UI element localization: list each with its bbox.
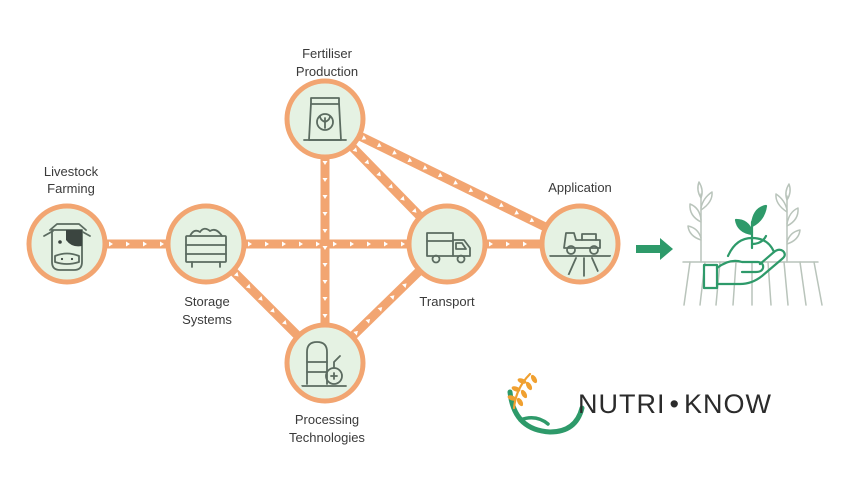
node-label: Systems xyxy=(182,312,232,327)
node-ring xyxy=(26,203,108,285)
connector-arrow-mark xyxy=(483,195,489,200)
hand-with-plant-icon xyxy=(682,181,823,306)
node-label: Storage xyxy=(184,294,230,309)
connector-arrow-mark xyxy=(529,217,535,223)
connector-arrow-mark xyxy=(401,241,405,247)
connector-arrow-mark xyxy=(322,280,328,284)
connector-arrow-mark xyxy=(245,283,251,289)
node-label: Technologies xyxy=(289,430,365,445)
connector-arrow-mark xyxy=(322,178,328,182)
connector-arrow-mark xyxy=(160,241,164,247)
connector-arrow-mark xyxy=(282,241,286,247)
connector-arrow-mark xyxy=(126,241,130,247)
connector-arrow-mark xyxy=(265,241,269,247)
node-label: Livestock xyxy=(44,164,99,179)
connector-arrow-mark xyxy=(437,172,443,178)
connector-arrow-mark xyxy=(376,142,382,148)
connector-arrow-mark xyxy=(322,297,328,301)
cow-icon xyxy=(43,223,91,271)
connector-arrow-mark xyxy=(350,241,354,247)
node-label: Fertiliser xyxy=(302,46,353,61)
connector-arrow-mark xyxy=(270,308,275,313)
truck-icon xyxy=(426,232,471,264)
node-ring xyxy=(406,203,488,285)
connector-arrow-mark xyxy=(322,161,328,165)
node-label: Application xyxy=(548,180,612,195)
connector-arrow-mark xyxy=(109,241,113,247)
connector-arrow-mark xyxy=(322,314,328,318)
node-processing-technologies xyxy=(284,322,366,404)
node-ring xyxy=(284,322,366,404)
brand: NUTRI•KNOW xyxy=(507,372,772,435)
connector-arrow-mark xyxy=(299,241,303,247)
brand-name: NUTRI•KNOW xyxy=(578,389,772,419)
node-ring xyxy=(539,203,621,285)
connector-arrow-mark xyxy=(422,165,428,170)
connector-arrow-mark xyxy=(523,241,527,247)
connector-arrow-mark xyxy=(514,210,519,215)
node-label: Transport xyxy=(419,294,475,309)
node-label: Processing xyxy=(295,412,359,427)
wheat-hand-logo-icon xyxy=(507,372,585,435)
connector-arrow-mark xyxy=(322,195,328,199)
node-storage-systems xyxy=(165,203,247,285)
connector-arrow-mark xyxy=(367,241,371,247)
connector-arrow-mark xyxy=(392,150,397,155)
connector-arrow-mark xyxy=(248,241,252,247)
connector-arrow-mark xyxy=(322,212,328,216)
connector-arrow-mark xyxy=(389,295,395,300)
connector-arrow-mark xyxy=(258,296,263,301)
connector-arrow-mark xyxy=(353,330,358,336)
node-fertiliser-production xyxy=(284,78,366,160)
connector-arrow-mark xyxy=(365,319,371,324)
arrow-right-icon xyxy=(636,238,673,260)
connector-arrow-mark xyxy=(506,241,510,247)
connector-arrow-mark xyxy=(322,263,328,267)
connector-arrow-mark xyxy=(384,241,388,247)
connector-arrow-mark xyxy=(364,159,369,165)
connector-arrow-mark xyxy=(322,246,328,250)
connector-arrow-mark xyxy=(468,187,474,193)
connector-arrow-mark xyxy=(376,171,381,177)
node-label: Production xyxy=(296,64,358,79)
connector-arrow-mark xyxy=(489,241,493,247)
connector-arrow-mark xyxy=(333,241,337,247)
connector-arrow-mark xyxy=(233,271,239,277)
connector-arrow-mark xyxy=(361,135,367,140)
node-transport xyxy=(406,203,488,285)
node-application xyxy=(539,203,621,285)
node-livestock-farming xyxy=(26,203,108,285)
connector-arrow-mark xyxy=(322,229,328,233)
connector-arrow-mark xyxy=(143,241,147,247)
connector-arrow-mark xyxy=(402,283,407,288)
connector-arrow-mark xyxy=(282,320,287,325)
connector-arrow-mark xyxy=(400,196,405,201)
tractor-spreader-icon xyxy=(549,232,613,277)
fertiliser-bag-icon xyxy=(303,97,347,141)
node-ring xyxy=(165,203,247,285)
connector-arrow-mark xyxy=(377,307,383,312)
processing-tank-icon xyxy=(301,341,347,387)
connector-arrow-mark xyxy=(352,147,358,152)
connector-arrow-mark xyxy=(316,241,320,247)
connector-arrow-mark xyxy=(499,202,504,208)
connector-arrow-mark xyxy=(388,183,393,189)
storage-crate-icon xyxy=(185,227,227,268)
connector-arrow-mark xyxy=(407,157,413,163)
connector-line xyxy=(323,114,582,249)
connector-arrow-mark xyxy=(453,180,458,185)
node-label: Farming xyxy=(47,181,95,196)
connector-arrow-mark xyxy=(411,208,417,213)
